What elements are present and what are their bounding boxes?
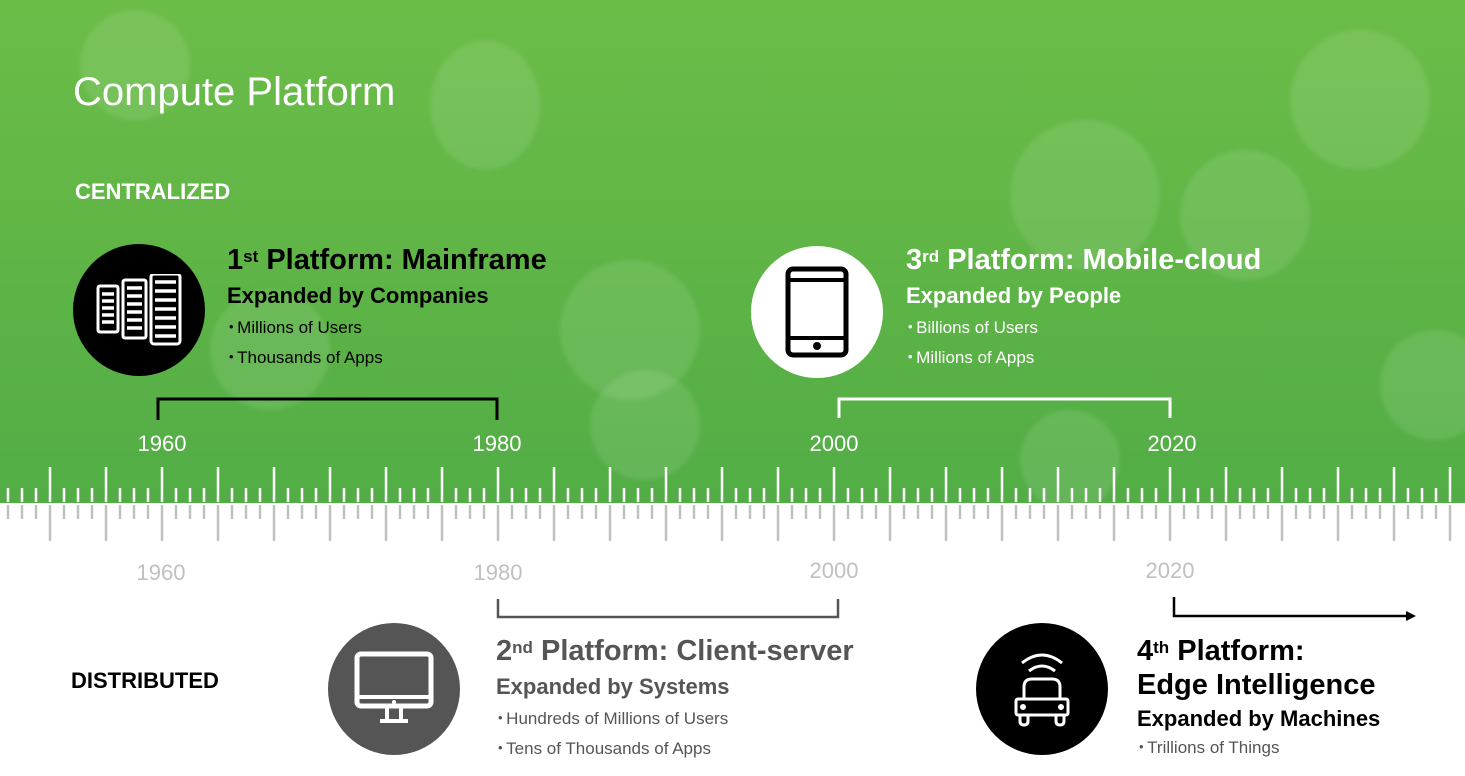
centralized-label: CENTRALIZED: [75, 179, 231, 204]
connected-car-icon: [976, 623, 1108, 755]
year-label: 1960: [137, 431, 187, 456]
year-label: 2000: [809, 431, 859, 456]
bracket-mainframe: [156, 397, 499, 420]
year-label: 2020: [1147, 431, 1197, 456]
year-label: 1960: [136, 560, 186, 585]
platform-3: 3rd Platform: Mobile-cloud Expanded by P…: [906, 243, 1261, 378]
year-label: 2020: [1145, 558, 1195, 583]
green-background: [0, 0, 1465, 503]
arrow-edge: [1172, 597, 1408, 618]
year-label: 2000: [809, 558, 859, 583]
platform-4: 4th Platform: Edge Intelligence Expanded…: [1137, 634, 1380, 768]
arrow-head: [1406, 611, 1416, 621]
platform-1: 1st Platform: Mainframe Expanded by Comp…: [227, 243, 547, 378]
platform-2: 2nd Platform: Client-server Expanded by …: [496, 634, 854, 769]
mainframe-icon: [73, 244, 205, 376]
distributed-label: DISTRIBUTED: [71, 668, 219, 693]
bracket-mobile-cloud: [837, 397, 1172, 418]
year-label: 1980: [473, 560, 523, 585]
tablet-icon: [751, 246, 883, 378]
page-title: Compute Platform: [73, 70, 396, 114]
bracket-client-server: [496, 599, 840, 619]
year-label: 1980: [472, 431, 522, 456]
monitor-icon: [328, 623, 460, 755]
